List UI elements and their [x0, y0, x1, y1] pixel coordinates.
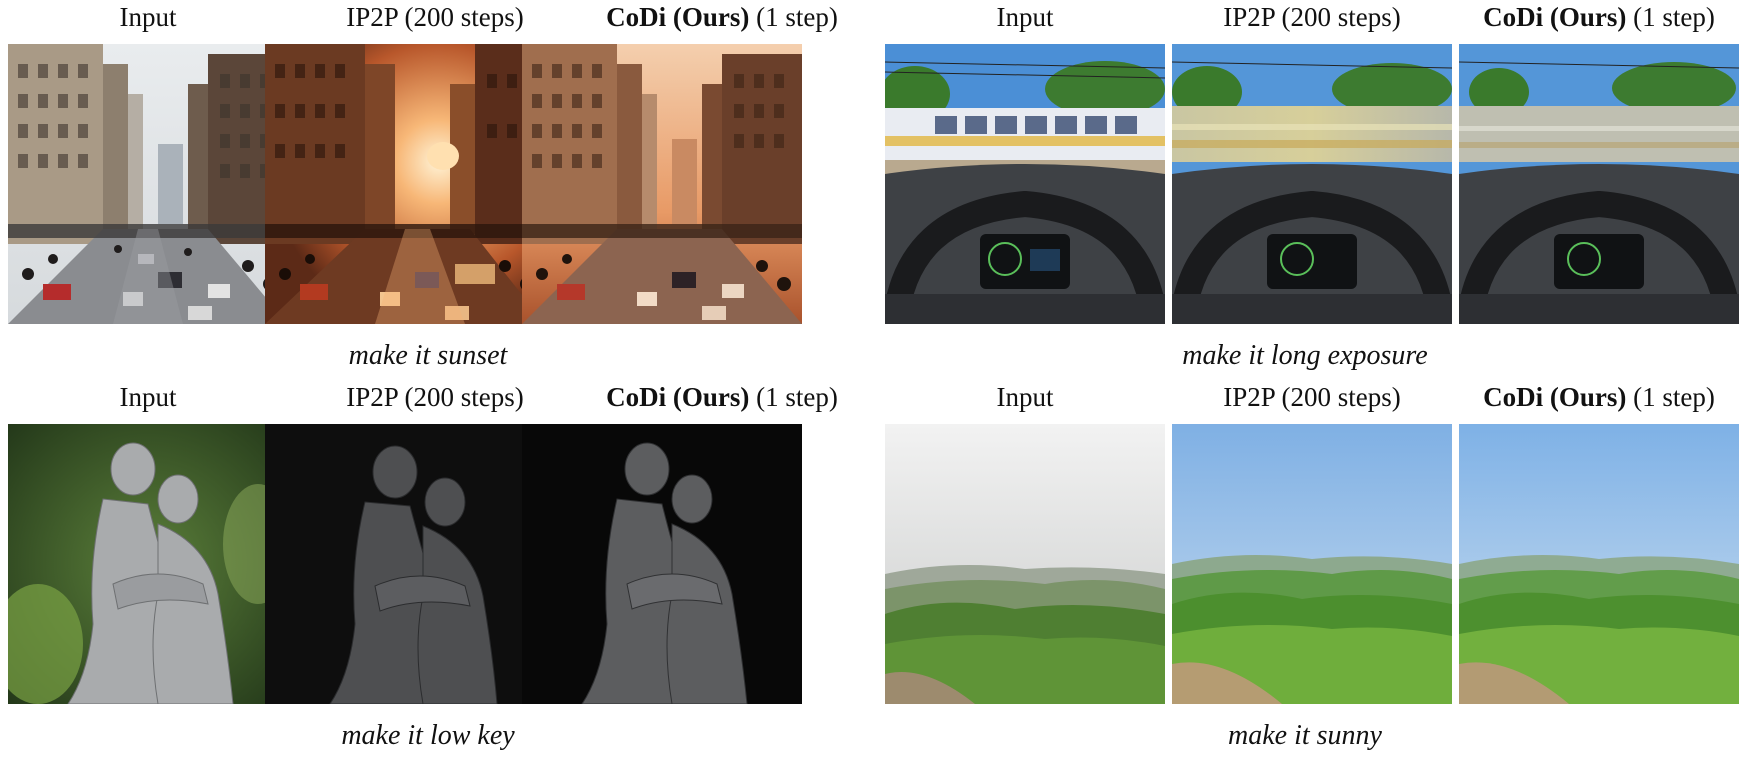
label-ip2p: IP2P (200 steps)	[346, 2, 524, 32]
column-labels: Input IP2P (200 steps) CoDi (Ours) (1 st…	[8, 380, 848, 424]
label-ip2p: IP2P (200 steps)	[1223, 382, 1401, 412]
label-codi: CoDi (Ours) (1 step)	[1459, 382, 1739, 413]
label-codi-rest: (1 step)	[749, 382, 838, 412]
image-ip2p-statue-low-key	[265, 424, 545, 704]
label-input: Input	[996, 382, 1054, 412]
label-codi-rest: (1 step)	[749, 2, 838, 32]
image-input-car-interior	[885, 44, 1165, 324]
image-row	[885, 424, 1739, 704]
image-codi-hills-sunny	[1459, 424, 1739, 704]
label-codi-bold: CoDi (Ours)	[1483, 2, 1627, 32]
image-ip2p-city-sunset	[265, 44, 545, 324]
column-labels: Input IP2P (200 steps) CoDi (Ours) (1 st…	[885, 380, 1725, 424]
label-codi: CoDi (Ours) (1 step)	[582, 382, 862, 413]
image-row	[885, 44, 1739, 324]
label-ip2p: IP2P (200 steps)	[346, 382, 524, 412]
column-labels: Input IP2P (200 steps) CoDi (Ours) (1 st…	[885, 0, 1725, 44]
caption: make it long exposure	[1182, 340, 1428, 371]
label-codi-bold: CoDi (Ours)	[1483, 382, 1627, 412]
label-codi: CoDi (Ours) (1 step)	[1459, 2, 1739, 33]
caption: make it sunny	[1228, 720, 1382, 751]
image-ip2p-hills-sunny	[1172, 424, 1452, 704]
label-codi-rest: (1 step)	[1626, 2, 1715, 32]
label-codi-rest: (1 step)	[1626, 382, 1715, 412]
image-row	[8, 424, 848, 704]
image-codi-city-sunset	[522, 44, 802, 324]
image-codi-car-long-exposure	[1459, 44, 1739, 324]
label-input: Input	[996, 2, 1054, 32]
label-codi: CoDi (Ours) (1 step)	[582, 2, 862, 33]
image-ip2p-car-long-exposure	[1172, 44, 1452, 324]
image-input-city-street	[8, 44, 288, 324]
caption: make it sunset	[348, 340, 508, 371]
label-input: Input	[119, 2, 177, 32]
image-row	[8, 44, 848, 324]
label-input: Input	[119, 382, 177, 412]
label-ip2p: IP2P (200 steps)	[1223, 2, 1401, 32]
label-codi-bold: CoDi (Ours)	[606, 382, 750, 412]
column-labels: Input IP2P (200 steps) CoDi (Ours) (1 st…	[8, 0, 848, 44]
image-codi-statue-low-key	[522, 424, 802, 704]
image-input-hills	[885, 424, 1165, 704]
caption: make it low key	[341, 720, 515, 751]
image-input-statue	[8, 424, 288, 704]
label-codi-bold: CoDi (Ours)	[606, 2, 750, 32]
